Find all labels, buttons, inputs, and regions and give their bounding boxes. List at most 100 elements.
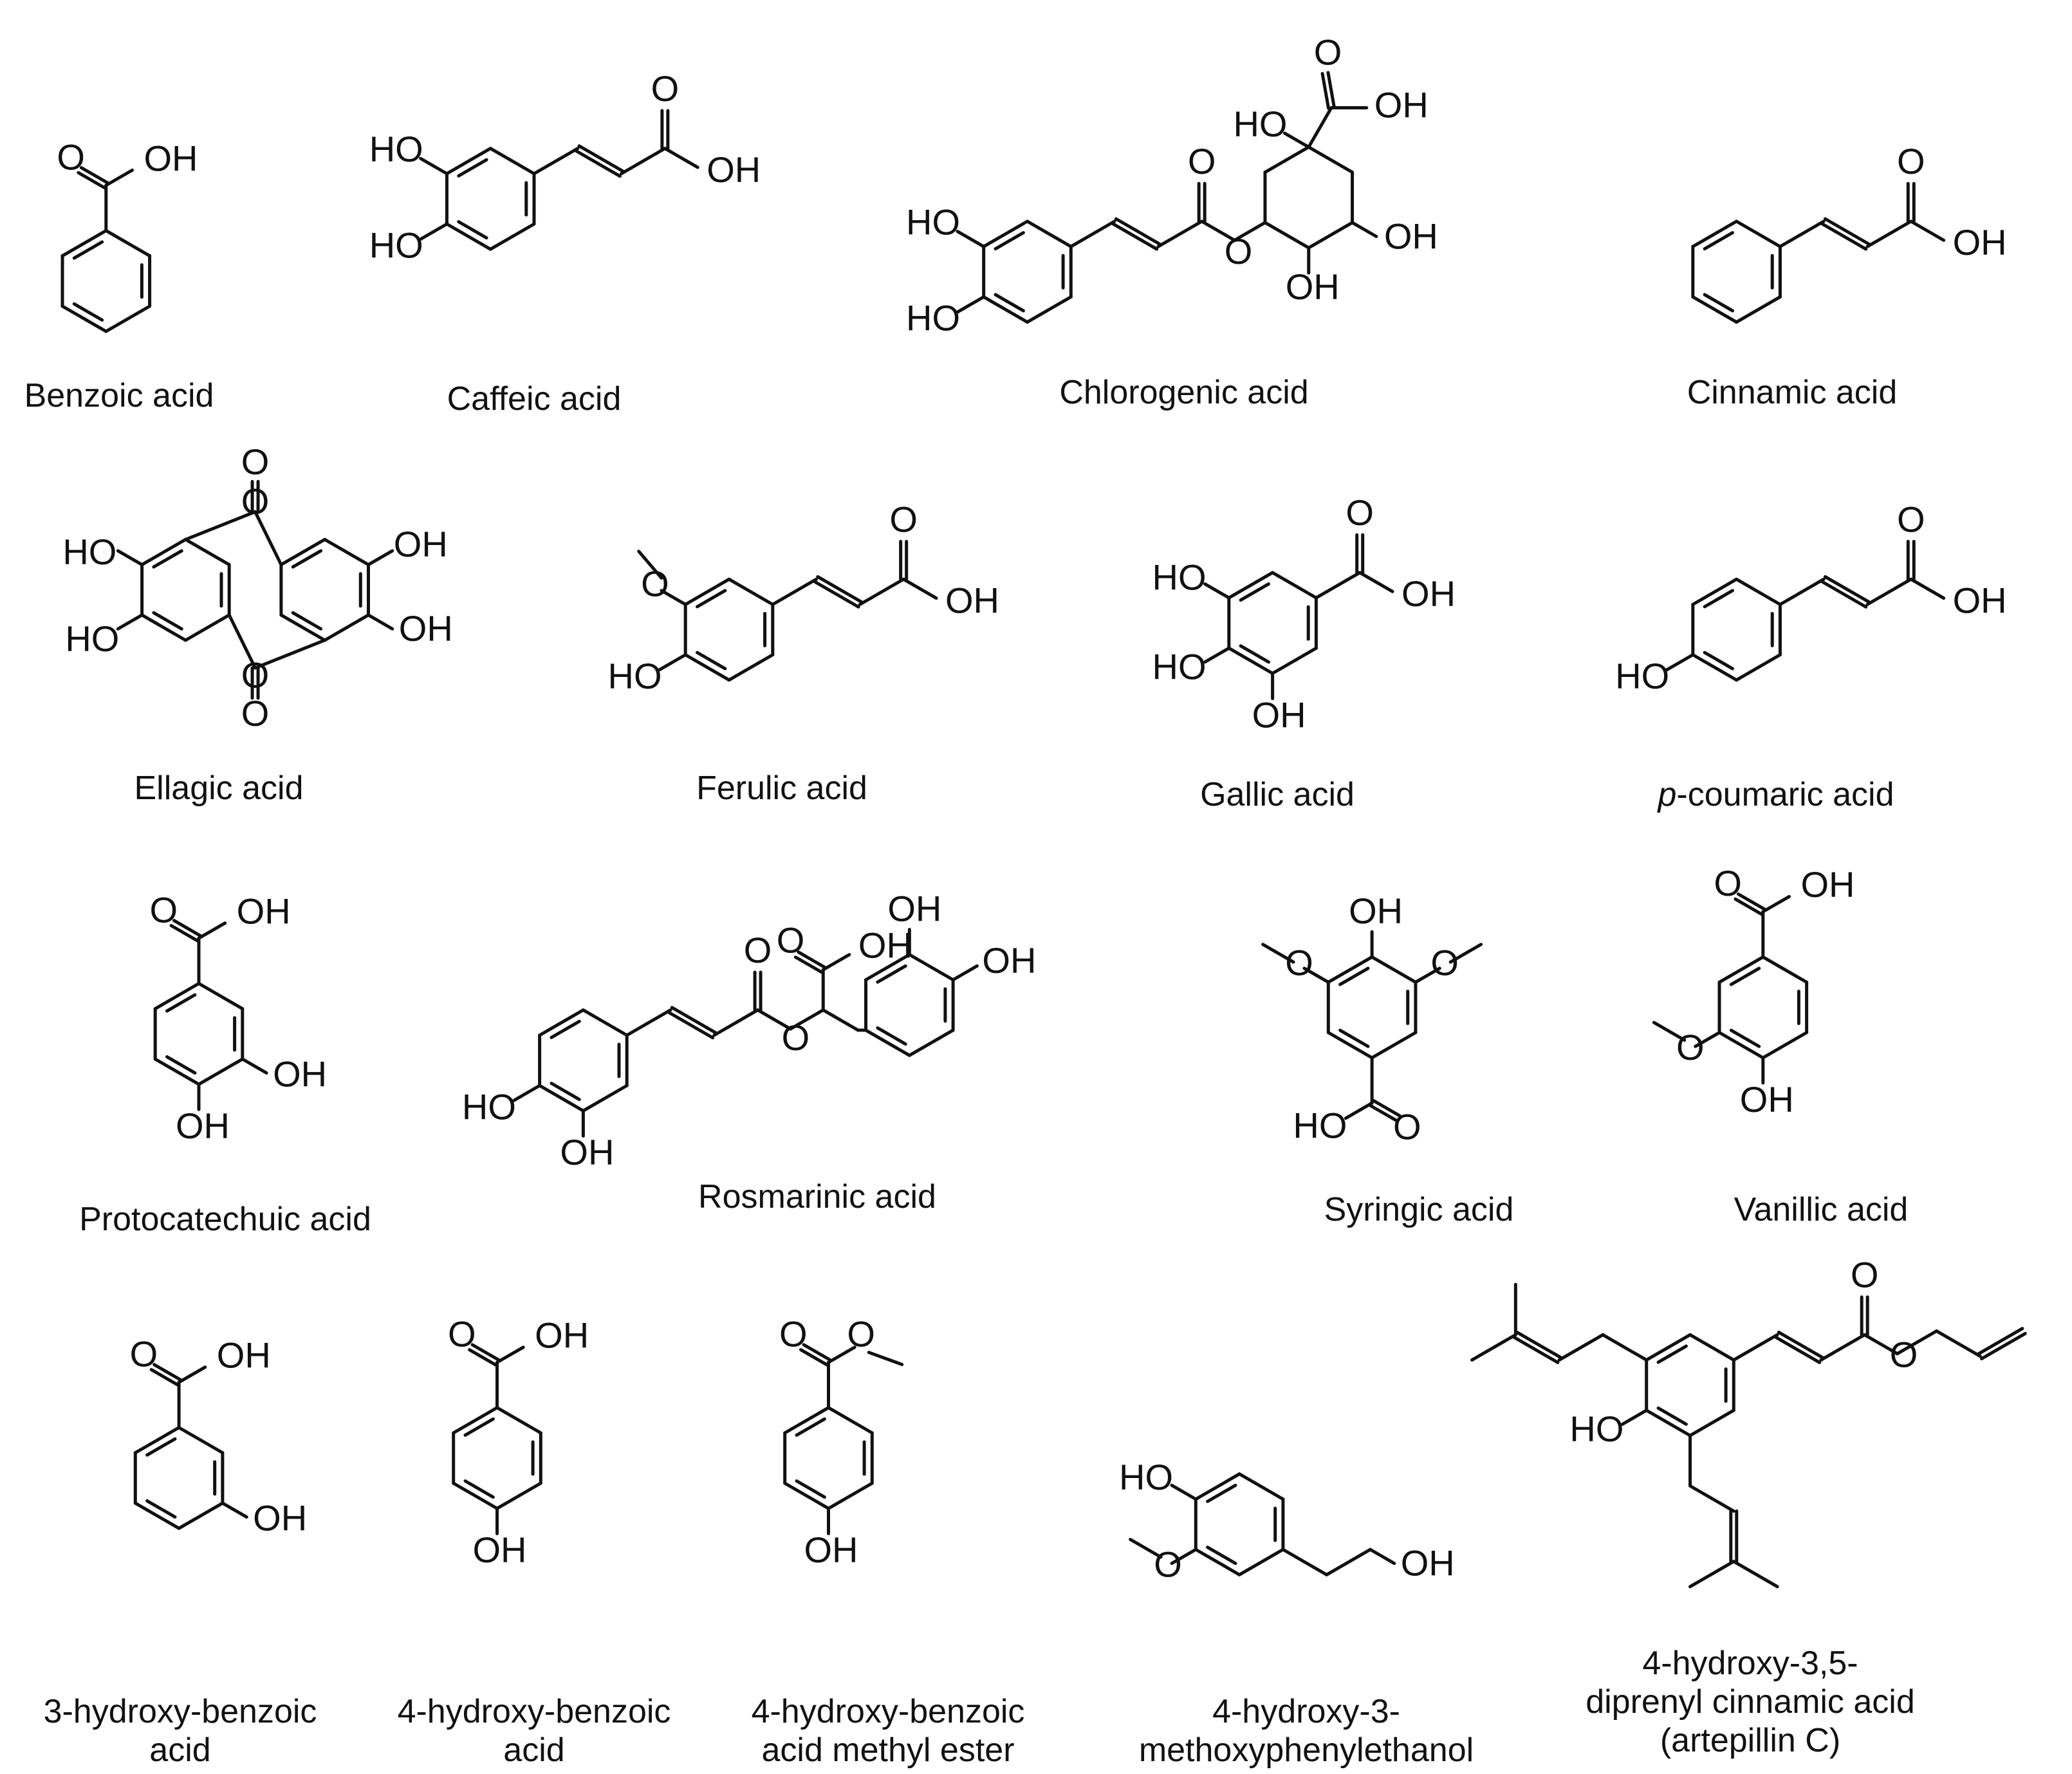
atom-label: OH: [1349, 891, 1403, 931]
caption-3-hydroxy-benzoic-acid: 3-hydroxy-benzoic acid: [13, 1692, 347, 1769]
atom-label: OH: [1953, 222, 2007, 263]
double-bond-line: [1371, 1098, 1401, 1118]
ring-bond: [1691, 295, 1739, 324]
atom-label: OH: [1374, 84, 1429, 125]
ring-bond: [197, 1057, 245, 1086]
double-bond-line: [153, 1363, 182, 1381]
ring-bond: [1194, 1548, 1241, 1576]
atom-label: HO: [1152, 557, 1207, 597]
bond-line: [1325, 1548, 1372, 1576]
ring-bond: [1326, 1031, 1374, 1060]
atom-label: OH: [804, 1529, 858, 1570]
bond-line: [1778, 577, 1826, 606]
ring-bond: [907, 1028, 955, 1057]
aromatic-inner-bond: [1703, 293, 1734, 313]
atom-label: O: [1890, 1335, 1918, 1375]
bond-line: [1200, 219, 1237, 242]
double-bond-line: [1823, 575, 1871, 604]
double-bond-line: [802, 1343, 832, 1362]
bond-line: [419, 156, 449, 176]
double-bond-line: [1515, 1331, 1562, 1360]
aromatic-inner-bond: [795, 1479, 826, 1499]
caption-line: 4-hydroxy-3-: [1212, 1693, 1400, 1730]
ring-bond: [1645, 1333, 1692, 1362]
atom-label: HO: [62, 531, 116, 572]
double-bond-line: [1114, 217, 1161, 246]
atom-label: OH: [945, 580, 999, 620]
aromatic-inner-bond: [463, 1479, 495, 1499]
bond-line: [1263, 221, 1311, 250]
bond-line: [221, 1501, 248, 1519]
aromatic-inner-bond: [457, 158, 488, 178]
bond-line: [1170, 1548, 1198, 1566]
bond-line: [254, 638, 327, 670]
aromatic-inner-bond: [696, 589, 727, 609]
ring-bond: [60, 304, 108, 333]
ring-bond: [827, 1406, 874, 1435]
ring-bond: [1237, 1548, 1285, 1576]
atom-label: O: [1676, 1027, 1705, 1067]
bond-line: [1557, 1333, 1605, 1362]
aromatic-inner-bond: [1729, 966, 1761, 986]
caption-line: methoxyphenylethanol: [1138, 1732, 1474, 1769]
bond-line: [1281, 1548, 1329, 1576]
double-bond-line: [79, 166, 109, 185]
caption-line: 3-hydroxy-benzoic: [43, 1693, 317, 1730]
aromatic-inner-bond: [994, 231, 1025, 251]
ring-bond: [1691, 653, 1739, 682]
ring-bond: [1271, 646, 1318, 675]
ring-bond: [1026, 295, 1073, 324]
ring-bond: [581, 1008, 629, 1037]
atom-label: O: [1188, 141, 1216, 181]
bond-line: [956, 230, 986, 248]
ring-bond: [907, 953, 955, 982]
atom-label: O: [744, 930, 772, 970]
aromatic-inner-bond: [165, 993, 197, 1013]
caption-artepillin-c: 4-hydroxy-3,5- diprenyl cinnamic acid (a…: [1531, 1644, 1969, 1760]
atom-label: OH: [143, 138, 198, 178]
double-bond-line: [468, 1348, 497, 1367]
bond-line: [104, 169, 134, 187]
atom-label: O: [241, 693, 270, 734]
double-bond-line: [1774, 1335, 1822, 1364]
aromatic-inner-bond: [1703, 651, 1734, 670]
atom-label: HO: [906, 201, 960, 242]
double-bond-line: [169, 923, 199, 943]
atom-label: HO: [369, 225, 423, 265]
bond-line: [1732, 1333, 1779, 1362]
ring-bond: [279, 613, 327, 642]
bond-line: [1909, 577, 1946, 600]
bond-line: [1302, 966, 1330, 984]
bond-line: [1307, 106, 1333, 149]
italic-p-prefix: p: [1658, 776, 1677, 813]
ring-bond: [323, 613, 370, 642]
atom-label: O: [1851, 1255, 1879, 1295]
ring-bond: [153, 982, 201, 1011]
ring-bond: [495, 1406, 542, 1435]
aromatic-inner-bond: [72, 302, 104, 322]
bond-line: [663, 147, 699, 169]
double-bond-line: [1820, 580, 1868, 609]
bond-line: [1203, 582, 1231, 600]
ring-bond: [133, 1501, 181, 1530]
bond-line: [1909, 219, 1946, 242]
ring-bond: [133, 1426, 181, 1455]
atom-label: O: [1154, 1544, 1182, 1584]
ring-bond: [140, 537, 187, 567]
ring-bond: [1761, 955, 1809, 984]
atom-label: O: [448, 1314, 476, 1354]
ring-bond: [1691, 219, 1739, 248]
bond-line: [1170, 1483, 1198, 1501]
atom-label: O: [241, 481, 270, 521]
bond-line: [1863, 1333, 1900, 1356]
atom-label: HO: [462, 1086, 516, 1127]
double-bond-line: [1977, 1327, 2024, 1356]
atom-label: O: [1897, 499, 1925, 539]
ring-bond: [60, 228, 108, 258]
bond-line: [1233, 221, 1267, 242]
